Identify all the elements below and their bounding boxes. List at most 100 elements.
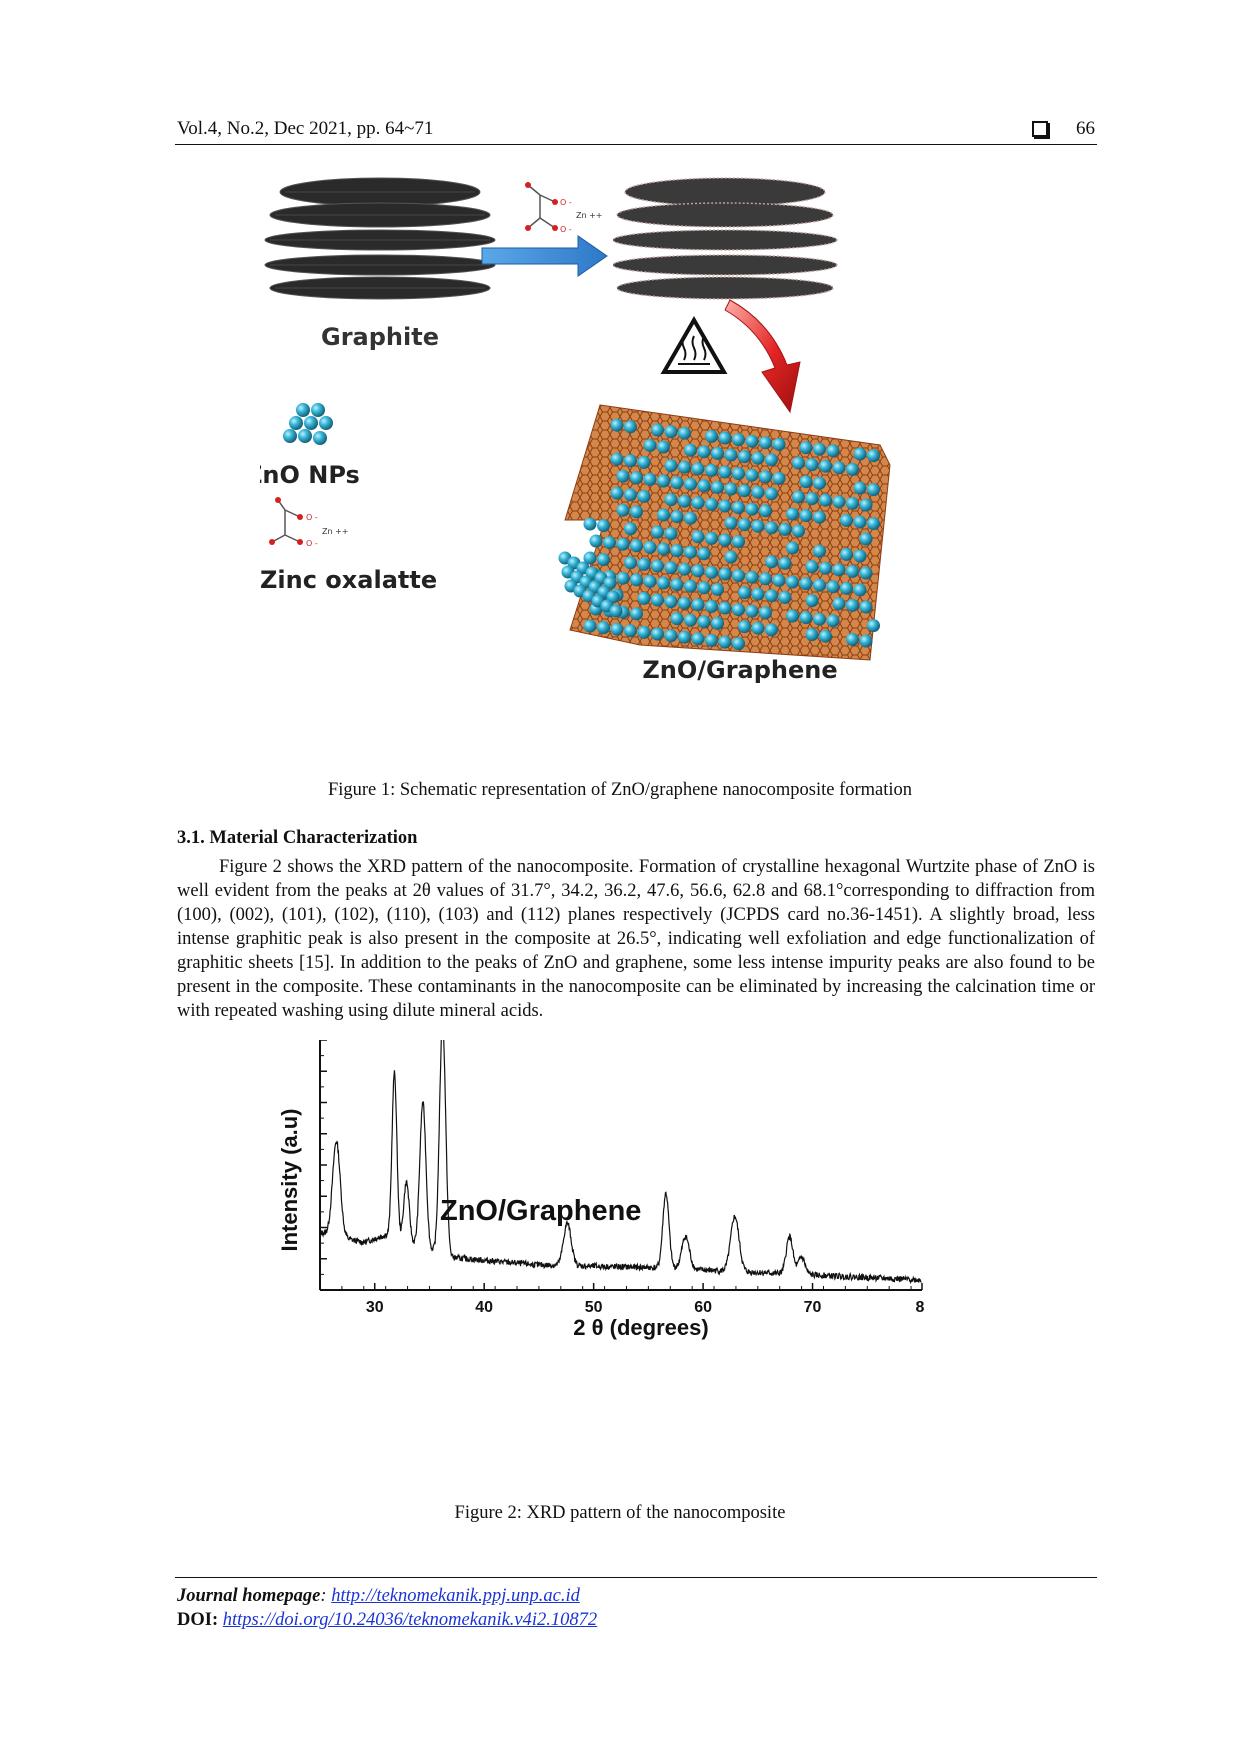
zno-sphere <box>732 467 745 481</box>
zno-sphere <box>624 420 637 434</box>
zno-sphere <box>705 633 718 647</box>
figure2-caption: Figure 2: XRD pattern of the nanocomposi… <box>454 1503 786 1523</box>
figure1-schematic: Graphite O - O - Zn ++ <box>260 177 891 684</box>
zno-sphere <box>718 431 732 445</box>
zno-sphere <box>745 434 759 448</box>
zno-sphere <box>846 496 859 510</box>
zno-sphere <box>610 452 624 466</box>
zno-graphene-composite <box>558 404 891 661</box>
zno-sphere <box>684 477 697 491</box>
zno-sphere <box>867 483 880 497</box>
zno-sphere <box>853 447 867 461</box>
running-header: Vol.4, No.2, Dec 2021, pp. 64~71 <box>177 118 434 139</box>
zno-sphere <box>664 527 678 541</box>
zno-sphere <box>832 461 846 475</box>
zno-sphere <box>792 456 805 470</box>
x-axis-label: 2 θ (degrees) <box>573 1315 708 1340</box>
zno-sphere <box>745 502 759 516</box>
zno-sphere <box>786 507 799 521</box>
zno-sphere <box>765 555 778 569</box>
zno-sphere <box>799 475 813 489</box>
zno-sphere <box>678 494 691 508</box>
zno-sphere <box>670 544 684 558</box>
zno-sphere <box>711 616 724 630</box>
footer-doi: DOI: https://doi.org/10.24036/teknomekan… <box>177 1610 597 1631</box>
zno-sphere <box>705 599 718 613</box>
zno-sphere <box>624 454 637 468</box>
zno-sphere <box>759 606 772 620</box>
zno-sphere <box>846 598 859 612</box>
zno-sphere <box>732 569 745 583</box>
oxalate-molecule-top: O - O - Zn ++ <box>525 182 603 234</box>
zno-sphere <box>738 620 751 634</box>
zno-sphere <box>778 556 792 570</box>
zno-sphere <box>616 571 630 585</box>
zno-sphere <box>859 600 873 614</box>
zno-sphere <box>651 627 664 641</box>
page-number-block: 66 <box>1032 118 1095 140</box>
zno-nanoparticle-cluster <box>283 403 333 445</box>
zno-sphere <box>738 484 751 498</box>
zno-sphere <box>697 479 711 493</box>
zno-sphere <box>678 630 691 644</box>
zno-sphere <box>805 458 819 472</box>
journal-homepage-link[interactable]: http://teknomekanik.ppj.unp.ac.id <box>331 1586 580 1606</box>
zno-sphere <box>819 629 832 643</box>
zno-sphere <box>751 587 765 601</box>
zno-sphere <box>765 589 778 603</box>
zno-sphere <box>711 480 724 494</box>
zno-sphere <box>826 580 840 594</box>
zno-sphere <box>583 551 597 565</box>
zno-sphere <box>745 570 759 584</box>
zinc-oxalate-label: Zinc oxalatte <box>260 566 437 594</box>
zno-sphere <box>826 444 840 458</box>
zno-sphere <box>684 545 697 559</box>
zno-sphere <box>684 579 697 593</box>
zno-sphere <box>813 578 826 592</box>
zno-sphere <box>610 486 624 500</box>
zno-sphere <box>624 522 637 536</box>
doi-link[interactable]: https://doi.org/10.24036/teknomekanik.v4… <box>222 1610 598 1630</box>
zno-sphere <box>678 460 691 474</box>
zno-sphere <box>751 451 765 465</box>
page-number: 66 <box>1076 118 1095 139</box>
zno-sphere <box>846 632 859 646</box>
zno-sphere <box>751 519 765 533</box>
zno-sphere <box>589 534 603 548</box>
zno-sphere <box>724 516 738 530</box>
zno-sphere <box>630 607 643 621</box>
zno-sphere <box>759 504 772 518</box>
zno-sphere <box>786 575 799 589</box>
xrd-series-line <box>319 1040 922 1285</box>
zno-sphere <box>751 621 765 635</box>
zno-sphere <box>805 492 819 506</box>
zno-sphere <box>664 561 678 575</box>
zno-sphere <box>637 557 651 571</box>
zno-sphere <box>657 542 670 556</box>
svg-text:O -: O - <box>306 513 318 522</box>
zno-sphere <box>732 501 745 515</box>
zno-sphere <box>684 511 697 525</box>
svg-text:O -: O - <box>560 225 572 234</box>
zno-sphere <box>643 472 657 486</box>
zno-sphere <box>678 562 691 576</box>
zno-sphere <box>759 572 772 586</box>
zno-sphere <box>678 426 691 440</box>
zno-sphere <box>684 443 697 457</box>
zno-sphere <box>724 482 738 496</box>
zno-sphere <box>724 448 738 462</box>
zno-sphere <box>724 550 738 564</box>
zno-sphere <box>813 544 826 558</box>
zno-sphere <box>718 465 732 479</box>
zno-sphere <box>792 490 805 504</box>
svg-text:Zn ++: Zn ++ <box>322 527 349 536</box>
zno-sphere <box>651 593 664 607</box>
zno-sphere <box>697 547 711 561</box>
zno-sphere <box>840 513 853 527</box>
x-tick-label: 8 <box>916 1299 925 1316</box>
zno-sphere <box>759 470 772 484</box>
footer-rule <box>175 1577 1097 1578</box>
x-tick-label: 60 <box>694 1299 712 1316</box>
zno-sphere <box>718 567 732 581</box>
